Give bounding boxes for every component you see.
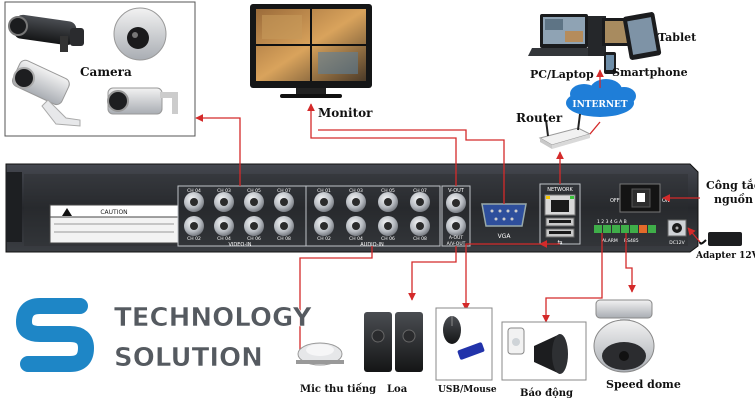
caution-label-block: CAUTION (49, 204, 179, 244)
alarm-terminal: 1 2 3 4 G A B ALARM RS485 (594, 219, 656, 244)
ch-label: CH 03 (349, 188, 363, 194)
audio-in-connectors: CH 01 CH 03 CH 05 CH 07 CH 02 CH 04 CH 0… (314, 188, 430, 248)
caution-text: CAUTION (100, 209, 127, 216)
ch-label: CH 06 (381, 236, 395, 242)
smartphone-icon (604, 52, 616, 74)
power-switch-label-2: nguồn (714, 193, 753, 206)
line-mic (299, 246, 373, 350)
speaker-icon (364, 312, 423, 372)
logo-s-mark (15, 298, 95, 372)
video-in-label: VIDEO-IN (229, 242, 252, 248)
tablet-icon (622, 12, 662, 60)
power-switch: OFF ON (610, 183, 670, 213)
line-adapter (687, 227, 701, 243)
mic-icon (296, 342, 344, 366)
speed-dome-icon (593, 299, 655, 373)
monitor-group: Monitor (250, 4, 373, 120)
ch-label: CH 05 (381, 188, 395, 194)
ch-label: CH 07 (277, 188, 291, 194)
ch-label: CH 04 (217, 236, 231, 242)
siren-icon (534, 334, 568, 374)
box-camera-icon (107, 87, 178, 115)
a-out-label: A-OUT (449, 235, 464, 241)
network-port: NETWORK (544, 187, 576, 216)
monitor-label: Monitor (318, 106, 373, 120)
av-out-label: A/V-OUT (447, 241, 466, 247)
audio-in-label: AUDIO-IN (360, 242, 384, 248)
router-label: Router (516, 111, 563, 125)
line-speed-dome (625, 233, 636, 293)
rs485-label: RS485 (624, 238, 639, 244)
usb-mouse-frame (435, 307, 493, 381)
line-router-cloud (589, 121, 601, 135)
usb-drive-icon (457, 342, 485, 360)
mouse-icon (443, 316, 461, 344)
line-camera (195, 114, 241, 186)
off-label: OFF (610, 198, 620, 204)
ch-label: CH 07 (413, 188, 427, 194)
camera-group: Camera (4, 1, 196, 137)
camera-label: Camera (80, 65, 132, 79)
av-out-connectors: V-OUT A-OUT A/V-OUT (446, 188, 466, 247)
ch-label: CH 06 (247, 236, 261, 242)
dc12v-label: DC12V (669, 240, 685, 246)
dc-power-port: DC12V (667, 219, 687, 246)
usb-ports: ⇆ (545, 217, 575, 246)
connection-lines (195, 69, 701, 350)
alarm-pins-label: 1 2 3 4 G A B (597, 219, 627, 225)
line-monitor-vga (318, 129, 505, 204)
usb-icon: ⇆ (557, 239, 562, 246)
alarm-sensor-icon (507, 327, 525, 355)
alarm-label: Báo động (520, 388, 573, 399)
pc-laptop-label: PC/Laptop (530, 68, 594, 81)
dome-camera-icon (113, 7, 167, 61)
ch-label: CH 03 (217, 188, 231, 194)
remote-devices-group: Tablet PC/Laptop Smartphone (528, 12, 697, 81)
internet-cloud-icon: INTERNET (566, 79, 636, 117)
speed-dome-label: Speed dome (606, 378, 681, 391)
power-switch-label-1: Công tắc (706, 178, 755, 192)
usb-mouse-label: USB/Mouse (438, 385, 497, 395)
speaker-label: Loa (387, 384, 408, 395)
ch-label: CH 02 (317, 236, 331, 242)
ch-label: CH 04 (349, 236, 363, 242)
network-label: NETWORK (547, 187, 573, 193)
smartphone-label: Smartphone (612, 66, 688, 79)
vga-port: VGA (481, 203, 527, 240)
adapter-label: Adapter 12V-3A (695, 251, 755, 261)
bullet-camera-icon (8, 14, 84, 52)
adapter-icon (699, 232, 742, 246)
ch-label: CH 08 (413, 236, 427, 242)
line-monitor-vout (307, 103, 457, 186)
line-speaker (408, 246, 457, 301)
logo-line2: SOLUTION (114, 343, 263, 373)
tablet-label: Tablet (658, 31, 697, 44)
router-icon: Router (516, 111, 592, 149)
dvr-rear-panel: CAUTION CH 04 CH 03 CH 05 CH 07 CH 02 CH… (5, 163, 699, 253)
video-in-connectors: CH 04 CH 03 CH 05 CH 07 CH 02 CH 04 CH 0… (184, 188, 294, 248)
logo-line1: TECHNOLOGY (114, 303, 313, 333)
on-label: ON (662, 198, 670, 204)
ch-label: CH 01 (317, 188, 331, 194)
line-usb (462, 243, 540, 311)
internet-label: INTERNET (572, 100, 628, 110)
mic-label: Mic thu tiếng (300, 383, 376, 395)
alarm-port-label: ALARM (602, 238, 618, 244)
laptop-icon (528, 14, 600, 56)
v-out-label: V-OUT (448, 188, 465, 194)
outdoor-camera-icon (11, 59, 81, 127)
ch-label: CH 08 (277, 236, 291, 242)
sky-technology-logo: KY TECHNOLOGY SOLUTION (11, 290, 313, 378)
line-alarm (542, 233, 603, 323)
logo-mark-text: KY (52, 344, 68, 355)
ch-label: CH 05 (247, 188, 261, 194)
ch-label: CH 02 (187, 236, 201, 242)
ch-label: CH 04 (187, 188, 201, 194)
vga-label: VGA (498, 233, 512, 240)
